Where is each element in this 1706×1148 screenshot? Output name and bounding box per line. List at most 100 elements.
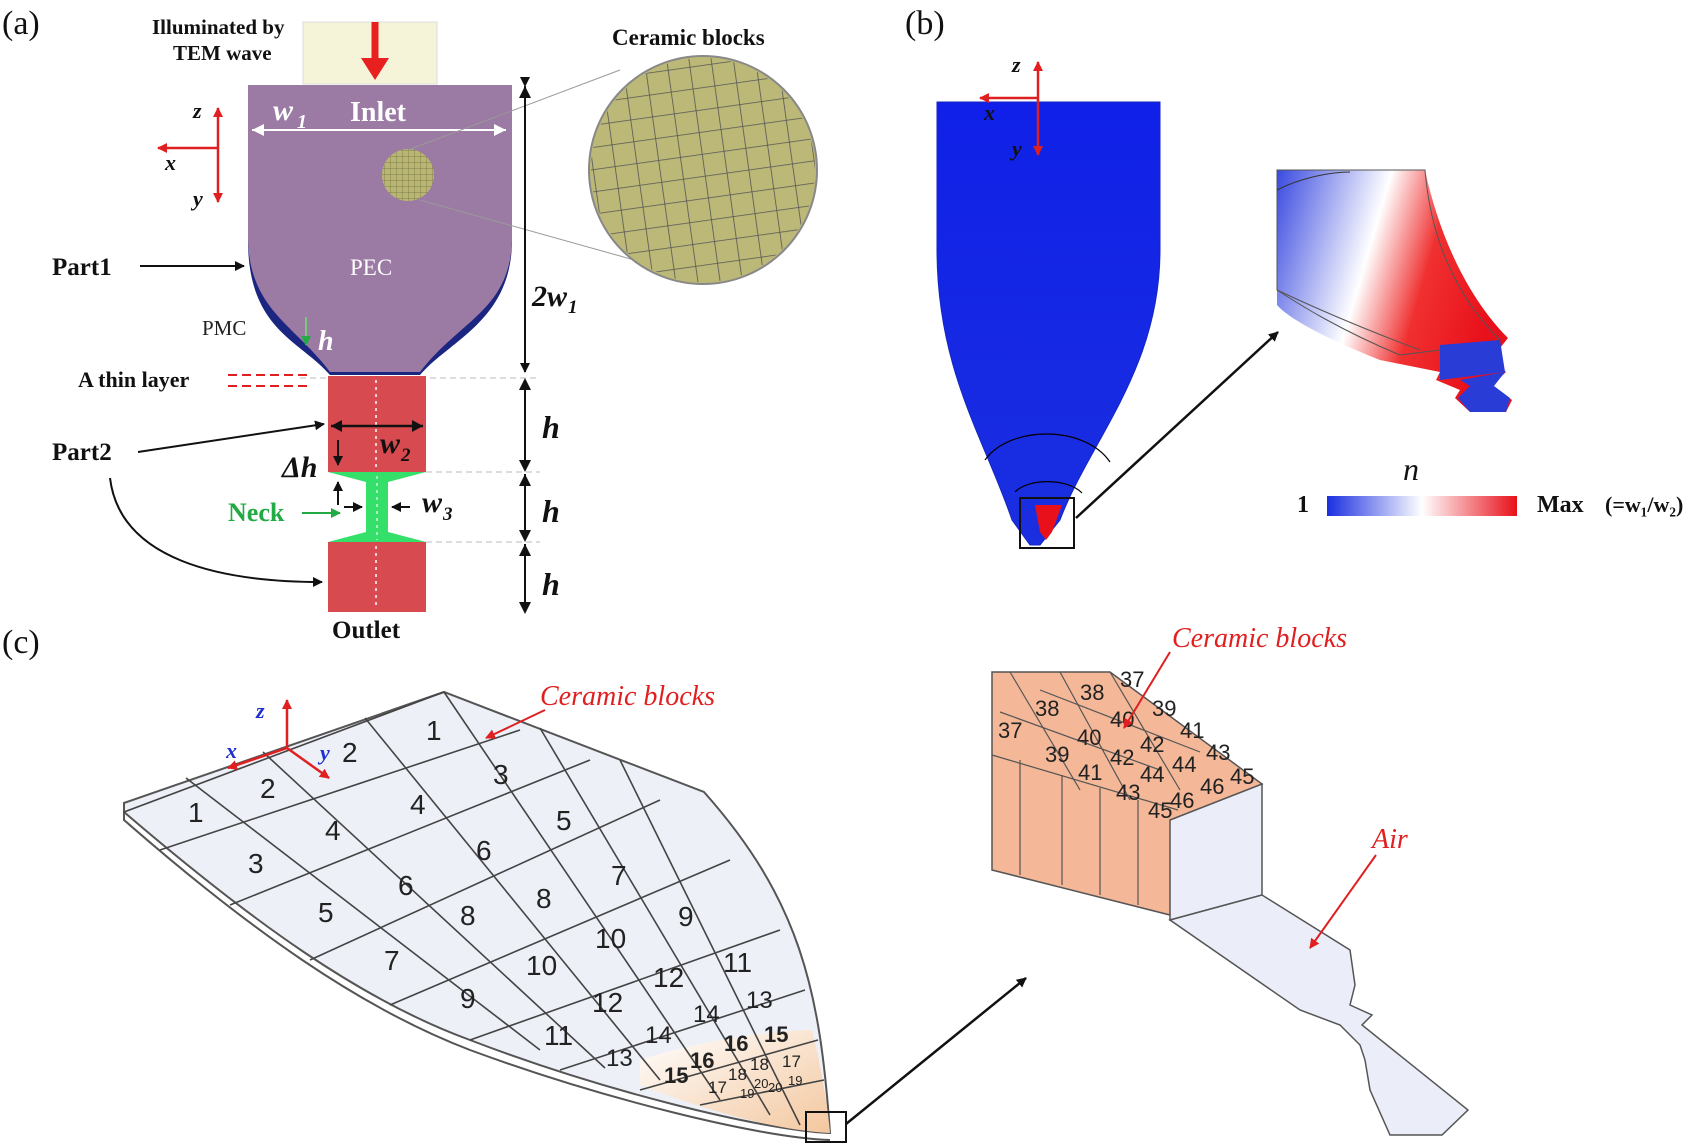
block-label: 5 (556, 805, 572, 836)
horn-tip-high-index (1035, 505, 1062, 540)
block-label: 17 (782, 1052, 801, 1071)
block-label: 19 (788, 1073, 802, 1088)
zoom-line-bottom (419, 199, 671, 271)
block-label: 1 (426, 715, 442, 746)
zoom-blue-neck (1458, 372, 1510, 412)
block-label: 5 (318, 897, 334, 928)
legend-max-label: Max (1537, 492, 1584, 518)
h2-arrow-top (519, 474, 531, 486)
w3-label: w (422, 486, 443, 519)
axis-z-label-c: z (255, 698, 265, 723)
block-label: 4 (325, 815, 341, 846)
axis-z-label-b: z (1011, 52, 1021, 77)
zoom-contour (1276, 289, 1421, 351)
two-w1-arrow-top (519, 86, 531, 98)
block-label: 39 (1045, 742, 1069, 767)
zoom-box-b (1019, 497, 1075, 549)
outlet-label: Outlet (332, 617, 401, 644)
block-label: 4 (410, 789, 426, 820)
h2-arrow-bottom (519, 530, 531, 542)
ceramic-blocks-arrow-left (485, 709, 546, 739)
h-inner-label: h (318, 326, 334, 357)
block-label: 38 (1035, 696, 1059, 721)
axis-x-label-b: x (983, 100, 995, 125)
block-label: 2 (342, 737, 358, 768)
block-label: 44 (1140, 762, 1164, 787)
block-label: 15 (664, 1063, 688, 1088)
w2-label: w (380, 427, 401, 460)
block-label: 46 (1170, 788, 1194, 813)
block-label: 8 (460, 900, 476, 931)
h1-arrow-bottom (519, 460, 531, 472)
axis-y-label-a: y (190, 186, 203, 211)
axis-x-label-a: x (164, 150, 176, 175)
block-label: 18 (728, 1065, 747, 1084)
part2-arrow-bottom (109, 477, 323, 587)
plate-grid (123, 691, 825, 1126)
block-label: 10 (526, 950, 557, 981)
axis-x-arrow-c (227, 746, 288, 770)
block-label: 15 (764, 1022, 788, 1047)
block-label: 37 (998, 718, 1022, 743)
zoom-contour-top (1276, 171, 1351, 191)
air-region (1168, 894, 1470, 1136)
block-label: 6 (398, 870, 414, 901)
block-label: 41 (1180, 718, 1204, 743)
tem-wave-label: TEM wave (173, 41, 272, 65)
h2-label: h (542, 493, 560, 529)
panel-c: (c) 1 2 3 1 2 (2, 623, 1470, 1143)
pec-body (248, 85, 512, 372)
illuminated-label: Illuminated by (152, 15, 285, 39)
block-label: 43 (1116, 780, 1140, 805)
panel-a: (a) Illuminated by TEM wave w 1 Inlet Ce… (2, 5, 818, 644)
w1-label: w (273, 94, 294, 127)
air-label: Air (1370, 824, 1408, 855)
panel-label-b: (b) (905, 5, 945, 42)
block-label: 42 (1110, 745, 1134, 770)
block-label: 40 (1077, 725, 1101, 750)
zoom-arrow-b (1075, 331, 1279, 519)
thin-layer-label: A thin layer (78, 367, 189, 392)
ceramic-sample-small-grid (382, 149, 434, 201)
block-label: 16 (690, 1048, 714, 1073)
dimension-guides (426, 471, 540, 543)
zoom-arrow-c (845, 977, 1027, 1125)
block-label: 39 (1152, 696, 1176, 721)
ceramic-grid (591, 58, 815, 282)
block-label: 19 (740, 1086, 754, 1101)
plate-thickness (123, 812, 831, 1141)
legend-title: n (1403, 451, 1419, 487)
block-label: 44 (1172, 752, 1196, 777)
horn-contour-2 (1014, 481, 1083, 494)
incident-arrow-head (361, 58, 389, 80)
block-label: 16 (724, 1031, 748, 1056)
block-label: 45 (1148, 798, 1172, 823)
w1-arrow-left (252, 124, 264, 136)
block-label: 18 (750, 1055, 769, 1074)
horn-contour-1 (984, 433, 1111, 463)
part2-arrow-top (137, 420, 325, 453)
panel-label-c: (c) (2, 624, 40, 661)
block-label: 7 (384, 945, 400, 976)
block-label: 42 (1140, 732, 1164, 757)
block-label: 14 (693, 1001, 720, 1028)
block-label: 2 (260, 773, 276, 804)
delta-h-label: Δh (281, 451, 318, 484)
block-label: 12 (592, 987, 623, 1018)
w2-subscript: 2 (400, 445, 411, 466)
two-w1-subscript: 1 (568, 297, 578, 318)
inlet-feed-cylinder (302, 21, 438, 85)
axis-y-arrow-c (286, 746, 330, 780)
zoomed-index-region (1277, 170, 1512, 412)
plate-tip-region (640, 1030, 830, 1133)
block-label: 43 (1206, 740, 1230, 765)
block-label: 45 (1230, 764, 1254, 789)
h3-arrow-top (519, 544, 531, 556)
neck-label: Neck (228, 498, 285, 527)
pmc-label: PMC (202, 316, 246, 340)
block-label: 9 (678, 901, 694, 932)
part2-label: Part2 (52, 439, 112, 466)
block-label: 40 (1110, 707, 1134, 732)
block-label: 6 (476, 835, 492, 866)
zoom-blue-end (1440, 340, 1505, 380)
